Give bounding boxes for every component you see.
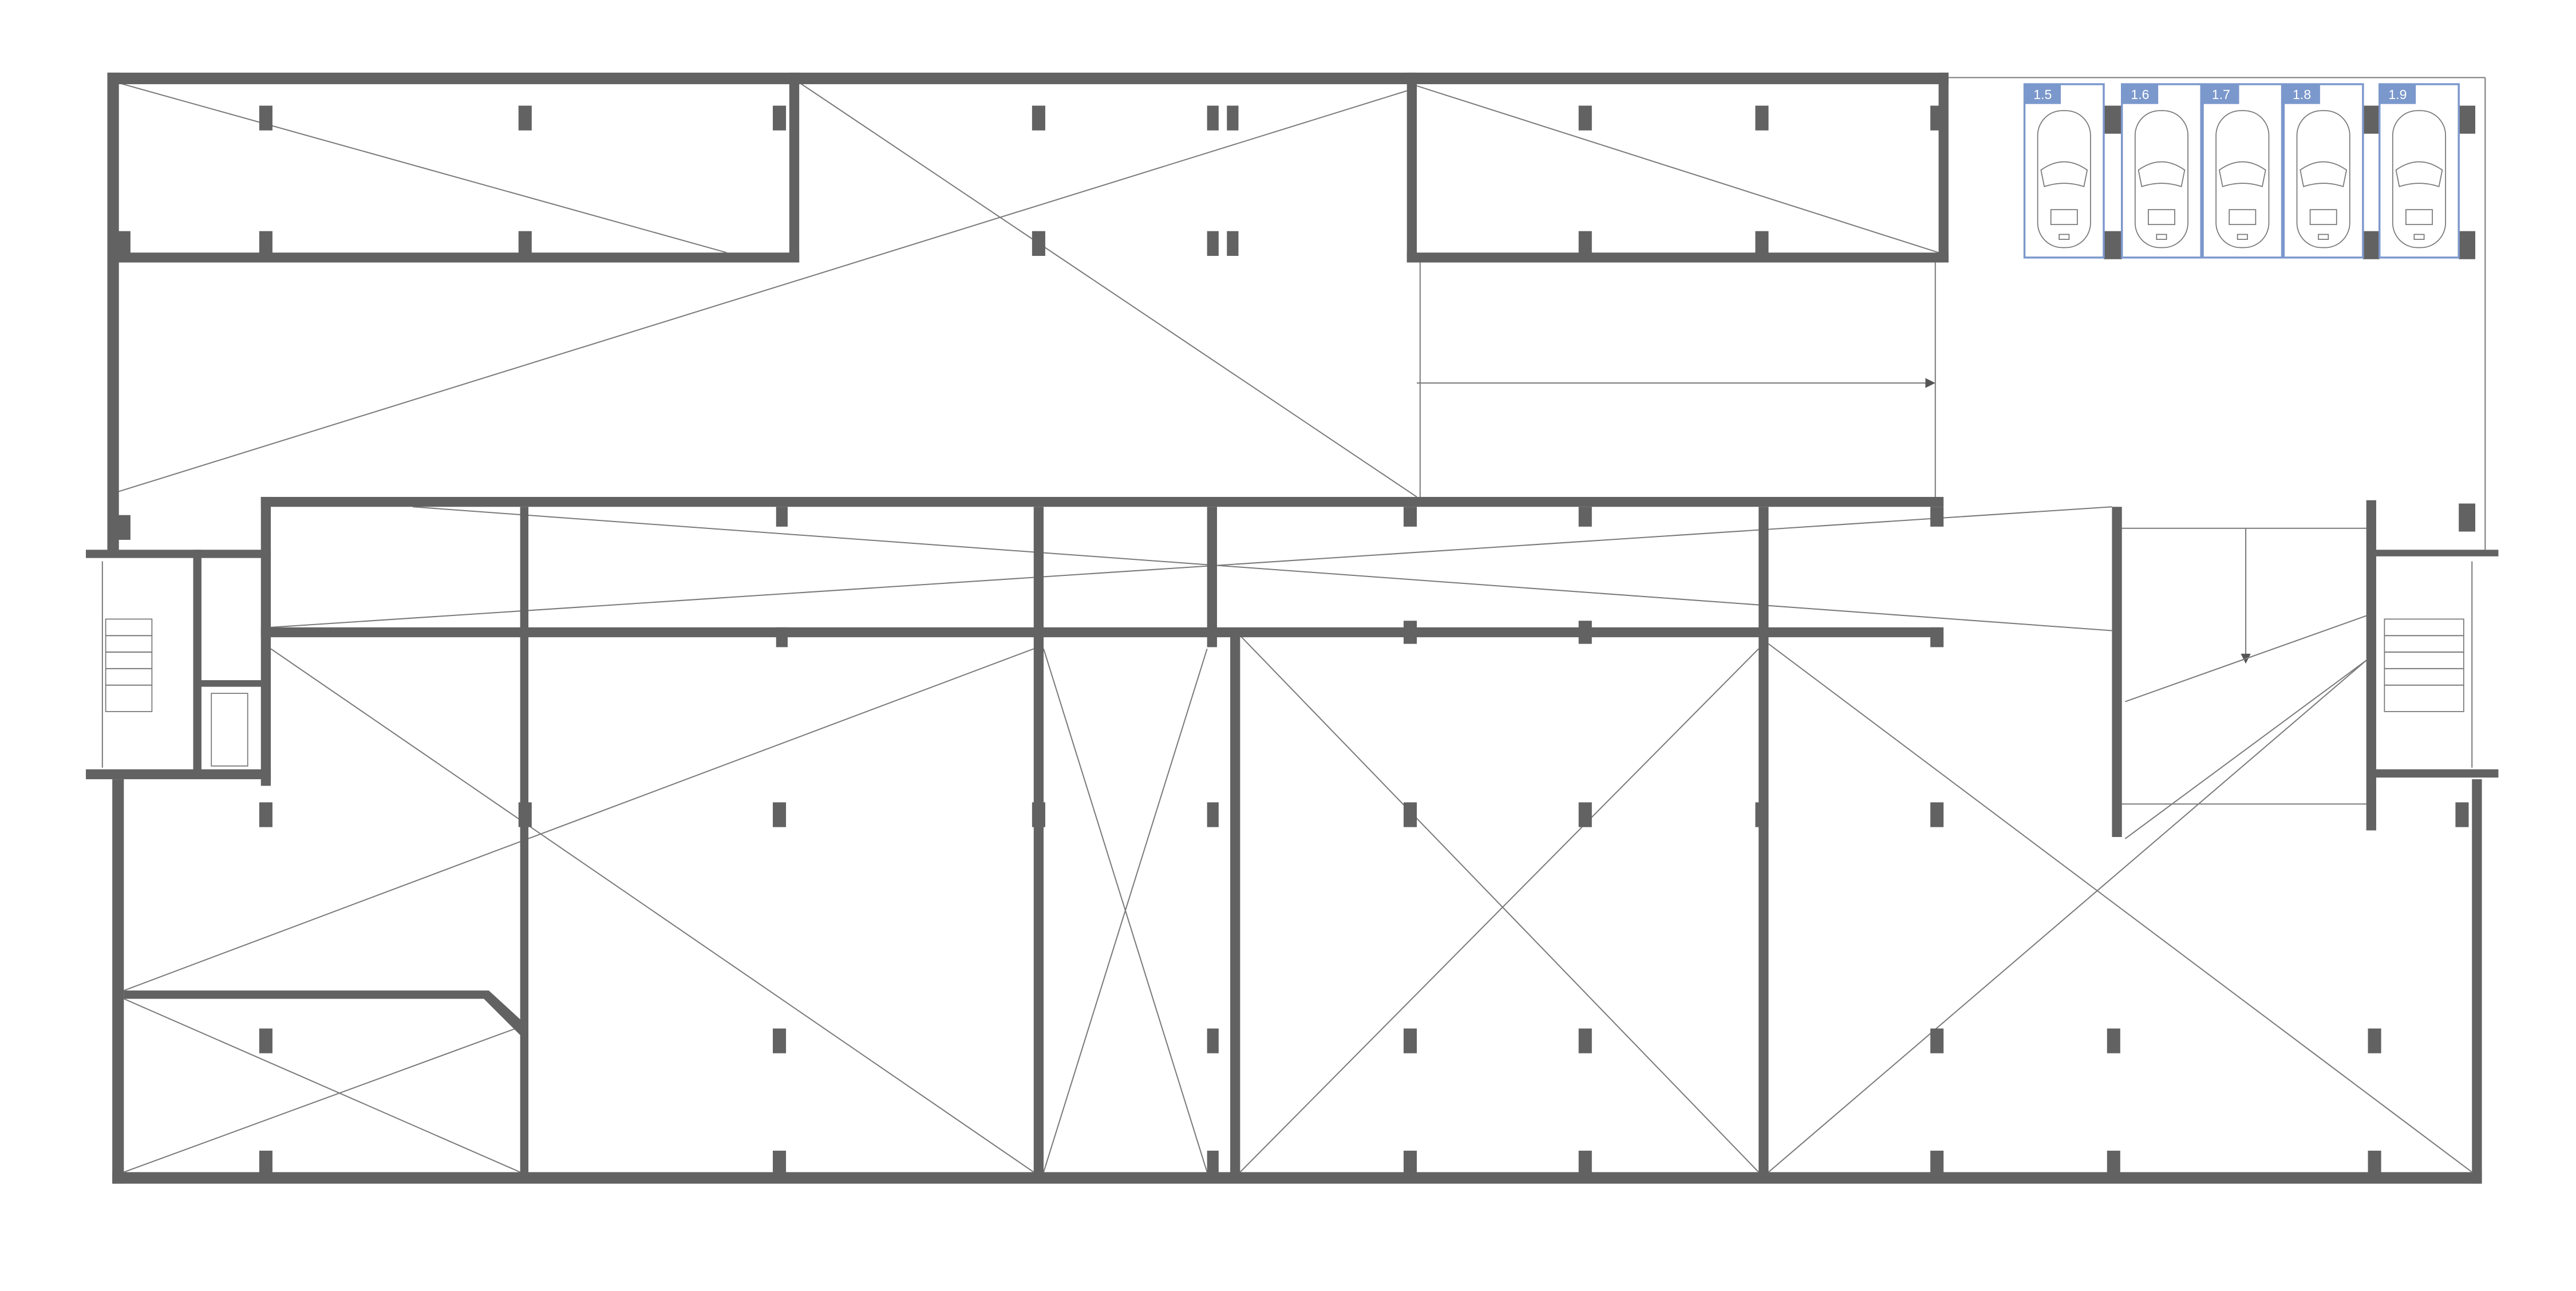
stall-label: 1.6 xyxy=(2131,87,2149,102)
car-icon xyxy=(2215,110,2270,248)
stall-label: 1.5 xyxy=(2033,87,2052,102)
parking-stall[interactable]: 1.7 xyxy=(2202,83,2283,259)
columns xyxy=(117,105,2476,1176)
parking-stall[interactable]: 1.9 xyxy=(2379,83,2460,259)
stall-label-tag xyxy=(2379,84,2416,104)
thin-lines xyxy=(101,77,2486,1173)
stall-label-tag xyxy=(2203,84,2239,104)
stairs-right xyxy=(2384,618,2464,712)
car-icon xyxy=(2296,110,2350,248)
stall-label: 1.7 xyxy=(2212,87,2230,102)
parking-stall[interactable]: 1.8 xyxy=(2282,83,2364,259)
stall-label: 1.8 xyxy=(2293,87,2311,102)
parking-stall[interactable]: 1.6 xyxy=(2121,83,2202,259)
car-icon xyxy=(2392,110,2446,248)
car-icon xyxy=(2134,110,2188,248)
parking-stalls: 1.5 1.6 1.7 1.8 1.9 xyxy=(2023,83,2460,259)
walls xyxy=(86,72,2499,1184)
stairs-left xyxy=(105,618,248,767)
stall-label-tag xyxy=(2024,84,2061,104)
stall-label-tag xyxy=(2283,84,2320,104)
elevator xyxy=(211,693,248,767)
stall-label-tag xyxy=(2121,84,2159,104)
parking-stall[interactable]: 1.5 xyxy=(2023,83,2105,259)
stall-label: 1.9 xyxy=(2388,87,2407,102)
car-icon xyxy=(2037,110,2091,248)
